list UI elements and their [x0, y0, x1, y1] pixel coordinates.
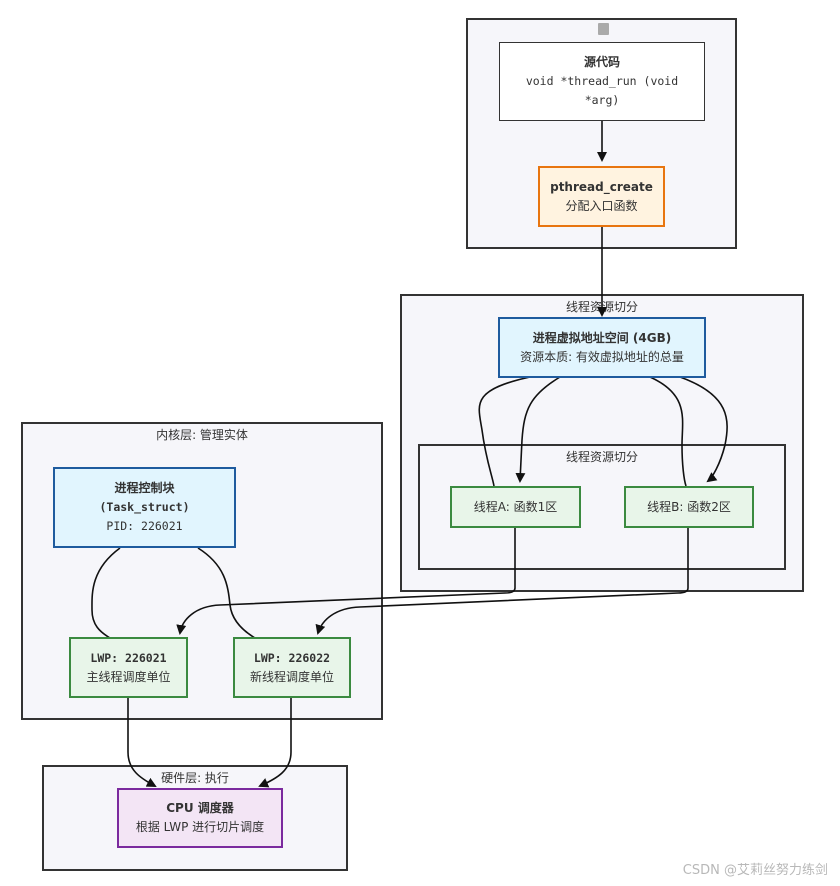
thread-a-node: 线程A: 函数1区	[450, 486, 581, 528]
placeholder-icon	[598, 23, 609, 35]
lwp-main-node: LWP: 226021 主线程调度单位	[69, 637, 188, 698]
source-code-title: 源代码	[583, 55, 620, 69]
pthread-create-desc: 分配入口函数	[565, 198, 638, 213]
cpu-scheduler-desc: 根据 LWP 进行切片调度	[135, 820, 265, 834]
virtual-address-space-desc: 资源本质: 有效虚拟地址的总量	[520, 349, 684, 364]
source-code-node: 源代码 void *thread_run (void *arg)	[499, 42, 705, 121]
thread-a-label: 线程A: 函数1区	[473, 499, 558, 514]
pcb-title: 进程控制块	[114, 481, 175, 495]
lwp-new-node: LWP: 226022 新线程调度单位	[233, 637, 351, 698]
kernel-label: 内核层: 管理实体	[156, 428, 248, 442]
watermark: CSDN @艾莉丝努力练剑	[682, 863, 828, 878]
lwp-new-title: LWP: 226022	[253, 650, 331, 665]
thread-b-node: 线程B: 函数2区	[624, 486, 754, 528]
cpu-scheduler-title: CPU 调度器	[166, 801, 234, 815]
resource-inner-label: 线程资源切分	[565, 450, 638, 464]
pthread-create-title: pthread_create	[550, 179, 653, 194]
process-control-block-node: 进程控制块 (Task_struct) PID: 226021	[53, 467, 236, 548]
virtual-address-space-node: 进程虚拟地址空间 (4GB) 资源本质: 有效虚拟地址的总量	[498, 317, 706, 378]
pcb-struct: (Task_struct)	[99, 500, 190, 514]
thread-b-label: 线程B: 函数2区	[647, 499, 731, 514]
lwp-main-desc: 主线程调度单位	[86, 669, 171, 684]
source-code-line1: void *thread_run (void	[525, 74, 679, 88]
hardware-label: 硬件层: 执行	[161, 771, 229, 785]
cpu-scheduler-node: CPU 调度器 根据 LWP 进行切片调度	[117, 788, 283, 848]
pcb-pid: PID: 226021	[106, 519, 183, 533]
source-code-line2: *arg)	[584, 93, 620, 107]
virtual-address-space-title: 进程虚拟地址空间 (4GB)	[532, 330, 672, 345]
pthread-create-node: pthread_create 分配入口函数	[538, 166, 665, 227]
lwp-main-title: LWP: 226021	[90, 650, 167, 665]
lwp-new-desc: 新线程调度单位	[249, 669, 334, 684]
resource-outer-label: 线程资源切分	[565, 300, 638, 314]
